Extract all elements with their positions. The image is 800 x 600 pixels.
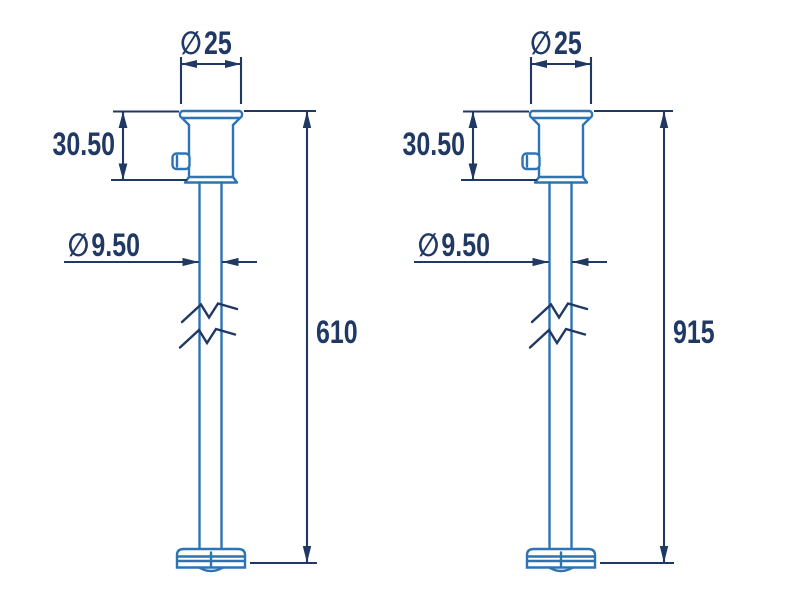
arrow-up-icon	[118, 111, 128, 128]
arrow-up-icon	[468, 111, 478, 128]
arrow-left-icon	[181, 60, 197, 68]
foot-bottom-arc	[547, 566, 575, 573]
foot-bottom-arc	[197, 566, 225, 573]
right-overall-length-label: 915	[673, 314, 715, 350]
diameter-symbol-icon: ∅	[530, 24, 552, 62]
diameter-symbol-icon: ∅	[67, 226, 90, 264]
arrow-right-icon	[182, 257, 199, 267]
break-symbol-upper	[530, 302, 589, 324]
cap-flange	[528, 109, 594, 120]
left-head-height-label: 30.50	[52, 126, 115, 162]
cap-taper	[180, 116, 242, 127]
arrow-right-icon	[532, 257, 549, 267]
arrow-down-icon	[302, 546, 312, 563]
diameter-symbol-icon: ∅	[180, 24, 202, 62]
arrow-right-icon	[575, 60, 591, 68]
left-dimension-lines	[64, 57, 317, 565]
right-head-height-label: 30.50	[402, 126, 465, 162]
cap-taper	[530, 116, 592, 127]
cap-body	[537, 123, 585, 179]
arrow-left-icon	[222, 257, 239, 267]
arrow-up-icon	[659, 111, 669, 128]
dim-overall-length-lines	[244, 109, 317, 565]
arrow-down-icon	[118, 163, 128, 180]
rod-lines	[548, 181, 573, 550]
arrow-right-icon	[225, 60, 241, 68]
left-top-diameter-label: ∅25	[180, 24, 232, 62]
dim-overall-length-lines	[594, 109, 674, 565]
cap-flange	[178, 109, 244, 120]
diameter-symbol-icon: ∅	[417, 226, 440, 264]
left-overall-length-label: 610	[316, 314, 358, 350]
foot-detail-lines	[525, 551, 597, 568]
left-part-outline	[171, 109, 247, 573]
side-nub	[521, 152, 541, 171]
rod-lines	[198, 181, 223, 550]
break-symbol-lower	[178, 327, 237, 349]
left-rod-diameter-label: ∅9.50	[67, 226, 140, 264]
arrow-up-icon	[302, 111, 312, 128]
right-part-outline	[521, 109, 597, 573]
right-dimension-lines	[414, 57, 674, 565]
arrow-down-icon	[659, 546, 669, 563]
cap-body	[187, 123, 235, 179]
arrow-left-icon	[572, 257, 589, 267]
break-symbol-lower	[528, 327, 587, 349]
right-rod-diameter-label: ∅9.50	[417, 226, 490, 264]
arrow-down-icon	[468, 163, 478, 180]
break-symbol-upper	[180, 302, 239, 324]
right-top-diameter-label: ∅25	[530, 24, 582, 62]
foot-detail-lines	[175, 551, 247, 568]
arrow-left-icon	[531, 60, 547, 68]
side-nub	[171, 152, 191, 171]
